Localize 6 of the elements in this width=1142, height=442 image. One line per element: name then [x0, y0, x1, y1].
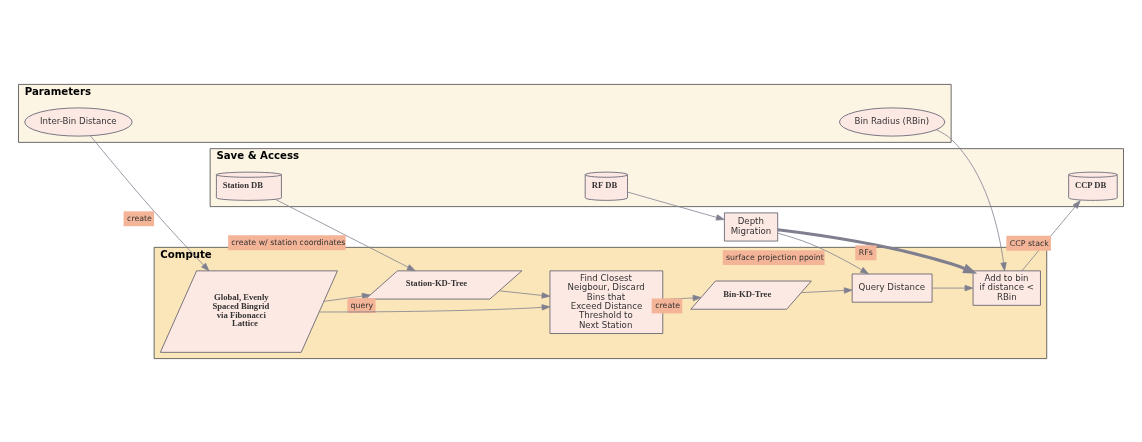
edge-label: surface projection ppoint	[725, 252, 824, 262]
edge-label: create	[127, 213, 152, 223]
edge-label: query	[350, 300, 374, 310]
edge-label: create w/ station coordinates	[231, 237, 346, 247]
edge-label: CCP stack	[1009, 238, 1049, 248]
edge-label: RFs	[858, 247, 873, 257]
